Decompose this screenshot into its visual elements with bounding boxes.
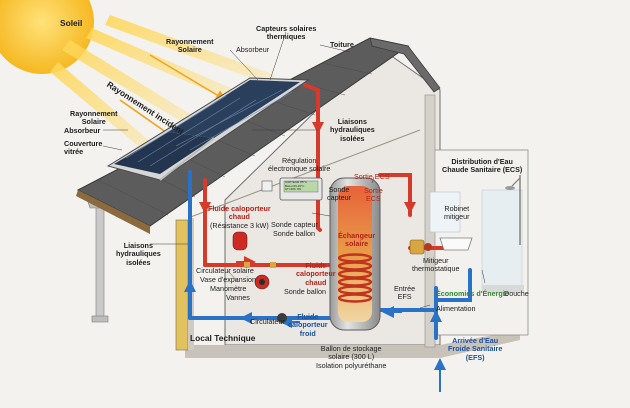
label-entree-efs: Entrée EFS bbox=[394, 284, 416, 302]
label-rayonnement-solaire-top: Rayonnement Solaire bbox=[166, 37, 214, 55]
label-arrivee: Arrivée d'Eau Froide Sanitaire (EFS) bbox=[448, 336, 503, 362]
shower-icon bbox=[481, 175, 524, 293]
label-couverture: Couverture vitrée bbox=[64, 139, 103, 157]
label-ballon: Ballon de stockage solaire (300 L) Isola… bbox=[316, 344, 387, 370]
cold-pipe-arrows bbox=[184, 280, 446, 392]
label-soleil: Soleil bbox=[60, 18, 83, 28]
label-sortie-ecs-mid: Sortie ECS bbox=[364, 186, 383, 204]
sun-rays bbox=[50, 15, 275, 156]
label-sonde-capteur-mid: Sonde capteur bbox=[271, 220, 318, 229]
label-fluide-chaud: Fluide caloporteur chaud bbox=[296, 261, 336, 287]
solar-panel-icon bbox=[106, 77, 310, 181]
sink-icon bbox=[429, 191, 473, 251]
leader-lines bbox=[102, 31, 486, 309]
regulator-screen-line-2: BALLON 45°C bbox=[285, 183, 305, 188]
label-sonde-capteur-top: Sonde capteur bbox=[327, 185, 351, 203]
label-alimentation: Alimentation bbox=[436, 304, 476, 313]
label-local: Local Technique bbox=[190, 333, 256, 343]
label-sonde-ballon-mid: Sonde ballon bbox=[284, 287, 326, 296]
regulator-screen-line-3: ΔT=40K ON bbox=[285, 187, 302, 191]
regulator-screen-line-1: CAPTEUR 85°C bbox=[285, 180, 307, 184]
regulator-icon bbox=[261, 177, 323, 201]
label-circulateur: Circulateur bbox=[250, 317, 285, 326]
label-liaisons-left: Liaisons hydrauliques isolées bbox=[116, 241, 161, 267]
label-sortie-ecs-top: Sortie ECS bbox=[354, 172, 390, 181]
label-absorbeur-left: Absorbeur bbox=[64, 126, 101, 135]
label-fluide-froid: Fluide caloporteur froid bbox=[288, 312, 328, 338]
mixing-valve-icon bbox=[409, 239, 432, 255]
pump-icon bbox=[244, 262, 287, 323]
label-regulation: Régulation électronique solaire bbox=[268, 156, 331, 174]
label-vase: Vase d'expansion bbox=[200, 275, 256, 284]
label-mitigeur: Mitigeur thermostatique bbox=[412, 256, 460, 274]
label-vannes: Vannes bbox=[226, 293, 250, 302]
label-fluide-chaud-res: Fluide caloporteur chaud bbox=[208, 204, 271, 222]
label-absorbeur-top: Absorbeur bbox=[236, 45, 270, 54]
expansion-vessel-icon bbox=[232, 231, 248, 251]
label-rayonnement-solaire-left: Rayonnement Solaire bbox=[70, 109, 118, 127]
label-echangeur: Échangeur solaire bbox=[338, 231, 376, 249]
label-manometre: Manomètre bbox=[210, 284, 247, 293]
label-sonde-ballon-top: Sonde ballon bbox=[273, 229, 315, 238]
label-circulateur-solaire: Circulateur solaire bbox=[196, 266, 254, 275]
label-capteurs: Capteurs solaires thermiques bbox=[256, 24, 317, 42]
label-resistance: (Résistance 3 kW) bbox=[210, 221, 269, 230]
label-robinet: Robinet mitigeur bbox=[444, 204, 470, 222]
label-liaisons-top: Liaisons hydrauliques isolées bbox=[330, 117, 375, 143]
label-economies: Économies d'Énergie bbox=[436, 289, 509, 298]
label-douche: Douche bbox=[504, 289, 529, 298]
sun-icon bbox=[0, 0, 94, 74]
label-distribution: Distribution d'Eau Chaude Sanitaire (ECS… bbox=[442, 157, 523, 175]
tank-icon bbox=[329, 177, 381, 331]
label-toiture: Toiture bbox=[330, 40, 354, 49]
